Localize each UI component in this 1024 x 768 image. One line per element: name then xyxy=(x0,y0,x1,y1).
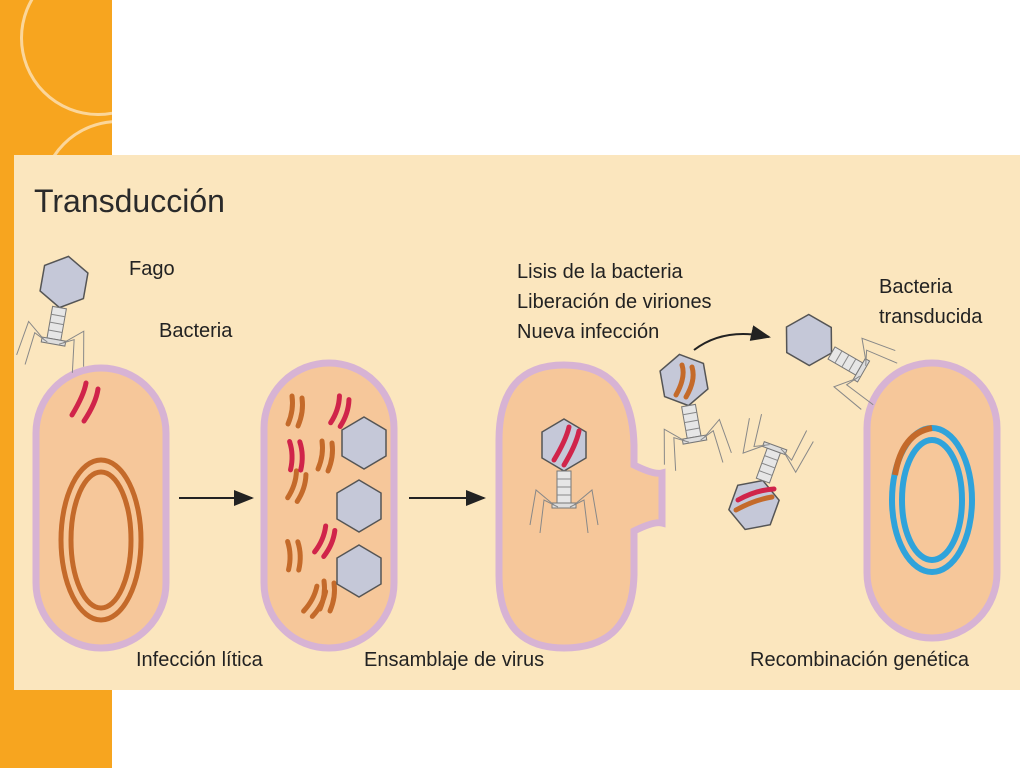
bacterium-cell-2 xyxy=(260,359,398,652)
label-stage-virus-assembly: Ensamblaje de virus xyxy=(364,649,545,671)
bacterium-cell-1 xyxy=(32,364,170,652)
diagram-graphics xyxy=(14,249,1001,652)
transduction-diagram: Transducción Fago Bacteria Lisis de la b… xyxy=(14,155,1020,690)
label-transduced-1: Bacteria xyxy=(879,276,953,298)
released-phage-2 xyxy=(712,409,817,542)
label-transduced-group: Bacteria transducida xyxy=(879,272,982,332)
phage-attached xyxy=(14,249,103,376)
label-lysis-group: Lisis de la bacteria Liberación de virio… xyxy=(517,257,712,347)
label-transduced-2: transducida xyxy=(879,306,983,328)
label-bacterium: Bacteria xyxy=(159,320,233,342)
curved-arrow xyxy=(693,325,771,351)
diagram-title: Transducción xyxy=(34,183,225,219)
label-stage-recombination: Recombinación genética xyxy=(750,649,970,671)
released-phage-1 xyxy=(645,347,734,474)
label-lysis-1: Lisis de la bacteria xyxy=(517,261,683,283)
decorative-ring xyxy=(20,0,112,116)
label-lysis-3: Nueva infección xyxy=(517,321,660,343)
label-lysis-2: Liberación de viriones xyxy=(517,291,712,313)
bacterium-cell-3-lysed xyxy=(495,361,666,652)
label-stage-lytic-infection: Infección lítica xyxy=(136,649,263,671)
bacterium-cell-4-transduced xyxy=(863,359,1001,642)
label-phage: Fago xyxy=(129,258,175,280)
